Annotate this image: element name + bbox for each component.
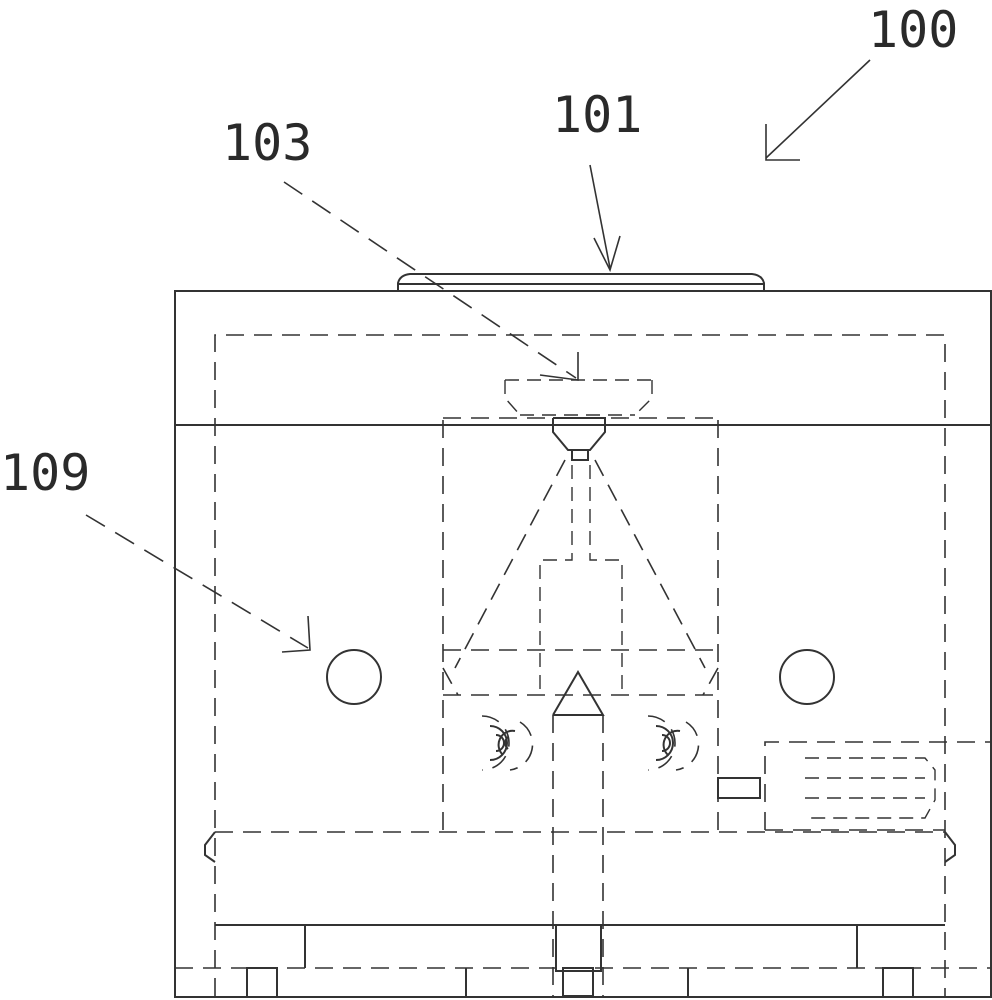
base-feet <box>175 925 991 996</box>
central-column <box>553 672 603 996</box>
inner-dashed-enclosure <box>215 335 945 996</box>
leader-101 <box>590 165 620 270</box>
leader-103 <box>284 182 578 380</box>
right-hole <box>780 650 834 704</box>
ref-label-100: 100 <box>868 1 958 59</box>
lower-tray <box>205 832 955 925</box>
wave-symbol-left <box>482 716 533 770</box>
top-cover <box>398 274 764 291</box>
wave-symbol-right <box>648 716 699 770</box>
leader-109 <box>86 515 310 652</box>
nozzle-assembly <box>505 380 652 460</box>
side-component-box <box>718 742 991 830</box>
leader-100 <box>766 60 870 160</box>
ref-label-103: 103 <box>222 114 312 172</box>
left-hole <box>327 650 381 704</box>
housing-outline <box>175 291 991 997</box>
ref-label-109: 109 <box>0 444 90 502</box>
ref-label-101: 101 <box>552 86 642 144</box>
spray-cone <box>455 460 705 695</box>
central-chamber <box>443 418 718 830</box>
